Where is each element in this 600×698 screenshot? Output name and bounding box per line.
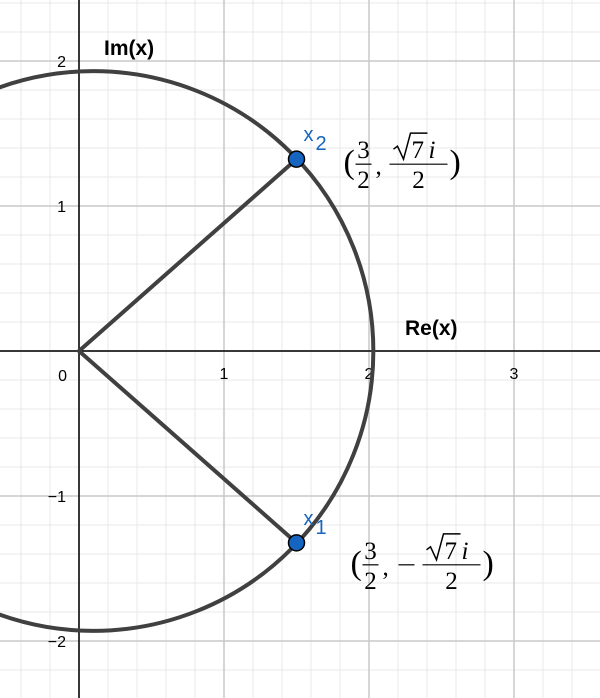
svg-text:i: i bbox=[462, 538, 469, 565]
svg-text:i: i bbox=[429, 137, 436, 164]
svg-text:(: ( bbox=[344, 144, 355, 181]
svg-text:7: 7 bbox=[445, 538, 458, 565]
svg-text:2: 2 bbox=[364, 568, 377, 595]
segment-line[interactable] bbox=[77, 157, 299, 353]
svg-text:3: 3 bbox=[357, 137, 370, 164]
x-tick-label: 3 bbox=[510, 366, 519, 383]
svg-text:2: 2 bbox=[412, 167, 425, 194]
point-x2[interactable] bbox=[287, 150, 306, 168]
svg-text:2: 2 bbox=[357, 167, 370, 194]
x-axis-title: Re(x) bbox=[405, 317, 458, 340]
svg-text:,: , bbox=[376, 153, 382, 180]
y-tick-label: 2 bbox=[57, 54, 66, 71]
svg-text:): ) bbox=[483, 545, 494, 582]
svg-text:,: , bbox=[383, 554, 389, 581]
segment-line[interactable] bbox=[77, 349, 299, 545]
svg-text:(: ( bbox=[351, 545, 362, 582]
svg-text:3: 3 bbox=[364, 538, 377, 565]
circle-curve[interactable] bbox=[0, 69, 376, 633]
x-tick-label: 1 bbox=[220, 366, 229, 383]
tick-labels: 0 1 2 3 2 1 −1 −2 bbox=[48, 54, 519, 651]
y-axis-title: Im(x) bbox=[104, 37, 154, 60]
origin-tick-label: 0 bbox=[58, 368, 67, 385]
svg-text:7: 7 bbox=[412, 137, 425, 164]
point-x1[interactable] bbox=[287, 534, 306, 552]
svg-text:): ) bbox=[450, 144, 461, 181]
x-tick-label: 2 bbox=[365, 366, 374, 383]
y-tick-label: −1 bbox=[48, 489, 66, 506]
segments bbox=[77, 157, 299, 545]
svg-text:2: 2 bbox=[445, 568, 458, 595]
y-tick-label: −2 bbox=[48, 634, 66, 651]
y-tick-label: 1 bbox=[57, 199, 66, 216]
